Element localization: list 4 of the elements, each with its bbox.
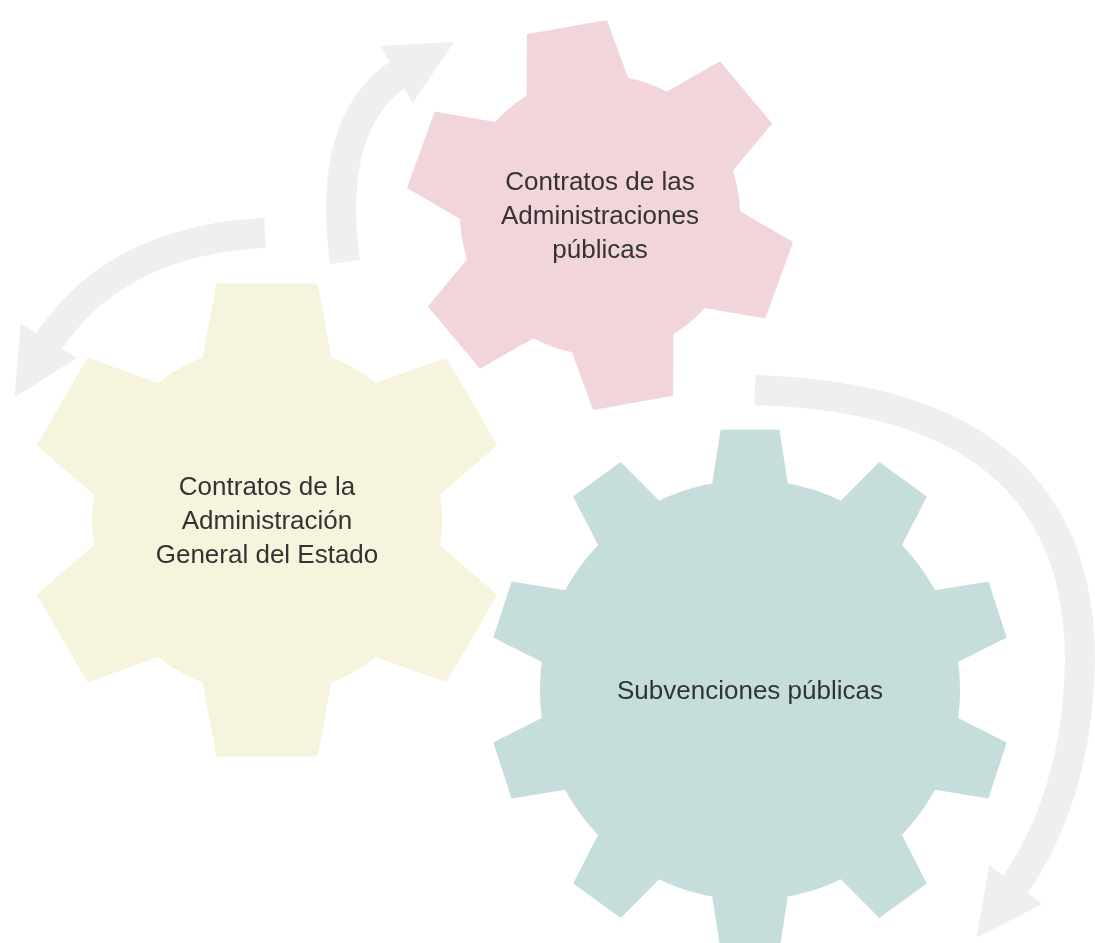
gear-shape bbox=[405, 20, 795, 410]
gear-label: Contratos de las Administraciones públicas bbox=[500, 165, 700, 266]
gear-label: Contratos de la Administración General del Estado bbox=[154, 470, 380, 571]
gear-label: Subvenciones públicas bbox=[616, 674, 884, 707]
